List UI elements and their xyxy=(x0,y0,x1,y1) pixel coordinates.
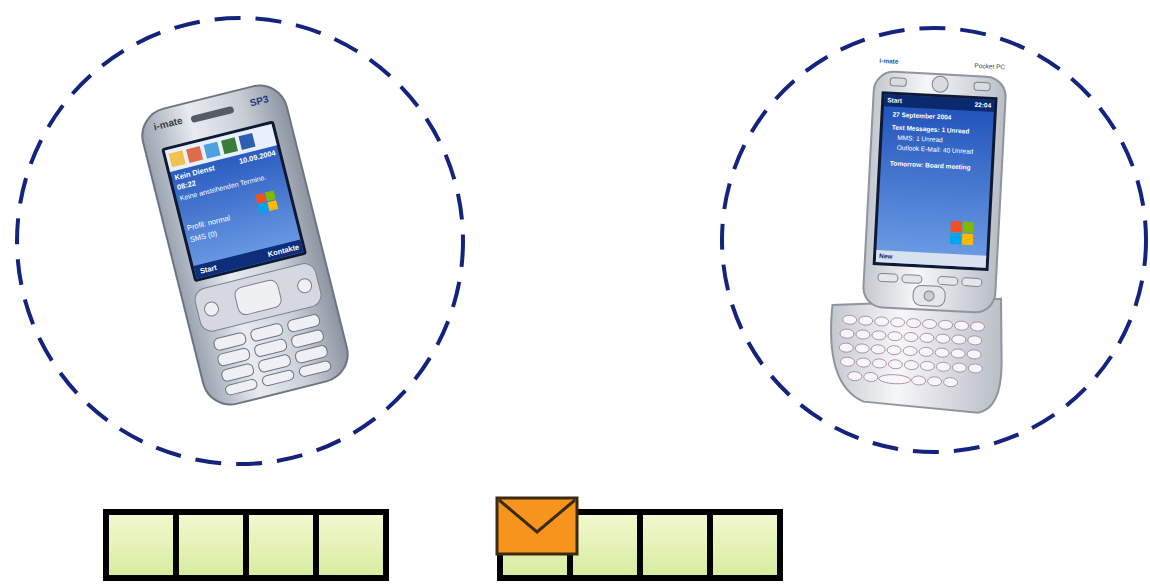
device-brand: i-mate xyxy=(879,58,898,65)
range-circle xyxy=(722,28,1146,452)
screen-text: New xyxy=(879,253,893,260)
screen-text: 22:04 xyxy=(974,102,991,109)
screen-text: Start xyxy=(887,97,902,104)
pocket-pc xyxy=(827,69,1017,414)
range-circle xyxy=(17,18,463,464)
device-brand: Pocket PC xyxy=(974,63,1005,71)
smartphone xyxy=(136,80,353,411)
envelope-icon xyxy=(497,498,577,554)
message-queue xyxy=(106,512,386,578)
